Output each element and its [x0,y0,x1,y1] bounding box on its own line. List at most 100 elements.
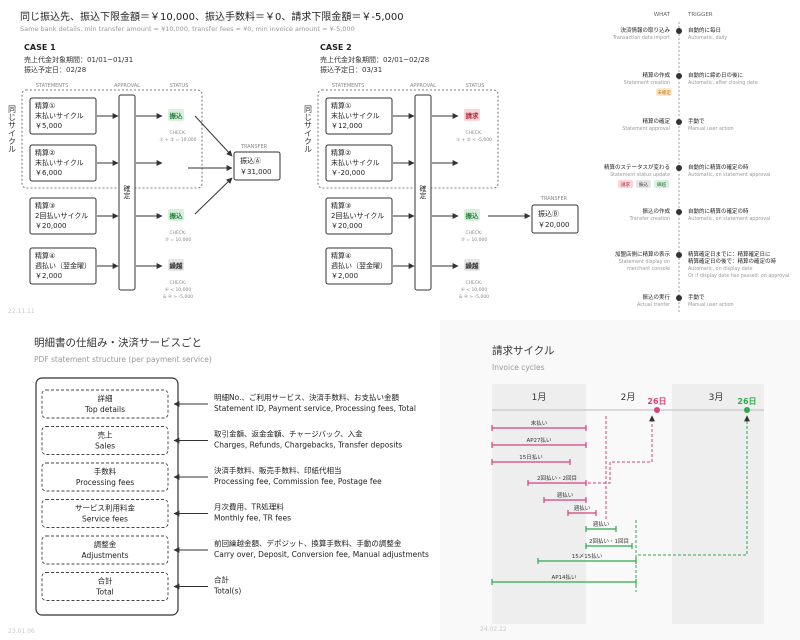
pdf-date-stamp: 23.01.06 [8,628,35,635]
case1-transfer-arrow-1 [194,115,233,157]
case1-approval-bar [118,94,136,291]
statement-box [325,247,393,285]
flow-step-trigger-en: Automatic, daily [688,35,727,41]
status-check-rule-2: & ④ > -5,000 [163,294,193,300]
statement-amount: ￥5,000 [35,122,62,130]
cycle-bar-label: AP14払い [551,573,577,581]
pdf-section-ja: 手数料 [94,466,117,476]
pdf-section-desc-en: Processing fee, Commission fee, Postage … [214,477,382,486]
statement-box [325,197,393,235]
flow-step-dot [676,119,682,125]
pdf-section-box [41,426,169,455]
pdf-structure-diagram: 明細書の仕組み・決済サービスごと PDF statement structure… [34,336,429,616]
flow-step-what-en: Actual tranfer [637,302,670,308]
case2-transfer-amount: ￥20,000 [538,221,570,229]
flow-step-trigger-en: Automatic, after closing date [688,80,758,86]
case2-same-cycle-label: 同じサイクル [304,105,313,153]
cycle-bar-label: 15〆15払い [572,552,603,560]
cycle-bar-label: 15日払い [519,453,543,461]
case2-col-statements: STATEMENTS [332,83,365,89]
month-jan: 1月 [532,392,547,403]
statement-box [29,97,97,135]
pdf-section-desc-ja: 取引金額、返金金額、チャージバック、入金 [214,429,363,439]
status-check-label: CHECK: [170,130,187,136]
flow-step-dot [676,28,682,34]
statement-cycle: 末払いサイクル [35,158,84,167]
status-badge-label: 振込 [170,211,184,220]
mar-26-marker [744,407,750,413]
statement-cycle: 末払いサイクル [331,158,380,167]
pdf-section-desc-ja: 月次費用、TR処理料 [214,502,284,512]
status-check-rule: ③ = 10,000 [165,237,192,243]
status-check-rule: ① + ② = 10,000 [159,137,196,143]
flow-step-trigger: 自動的に精算の確定の時 [688,163,749,171]
flow-step-trigger: 精算確定日までに：精算確定日に [688,250,771,258]
statement-name: 精算① [35,101,55,110]
pdf-section-ja: 売上 [98,430,113,440]
case2-group: CASE 2売上代金対象期間：02/01~02/28振込予定日：03/31STA… [304,43,579,300]
flow-step-what: 加盟店側に精算の表示 [615,250,671,258]
pdf-section-desc-ja: 明細No.、ご利用サービス、決済手数料、お支払い金額 [214,392,399,402]
flow-unconfirmed-badge [656,88,672,96]
cycles-subtitle: Invoice cycles [492,363,545,372]
flow-step-trigger: 自動的に毎日 [688,26,721,34]
status-badge [464,259,480,271]
mar-26-label: 26日 [737,397,756,406]
status-check-rule: ③ = 10,000 [461,237,488,243]
pdf-section-box [41,462,169,492]
cycle-bar-label: 週払い [557,491,574,499]
month-feb: 2月 [621,392,636,403]
status-badge [464,109,480,121]
cycle-bar-label: 週払い [574,504,591,512]
case2-col-approval: APPROVAL [410,83,436,89]
statement-cycle: 末払いサイクル [35,111,84,120]
status-badge [168,209,184,221]
statement-box [325,97,393,135]
cycle-bar-label: 2回払い・1回目 [589,537,629,545]
pdf-section-desc-en: Charges, Refunds, Chargebacks, Transfer … [214,441,402,450]
case2-period: 売上代金対象期間：02/01~02/28 [320,55,429,64]
flow-step-trigger: 自動的に精算の確定の時 [688,207,749,215]
flow-step-what: 振込の作成 [642,207,670,215]
pdf-section-ja: 調整金 [94,539,117,549]
flow-step-trigger-en-2: Or if display date has passed: on approv… [688,273,789,279]
pdf-section-en: Sales [95,442,115,451]
case-header: 同じ振込先、振込下限金額＝￥10,000、振込手数料＝￥0、請求下限金額＝￥-5… [20,12,404,23]
case2-same-cycle-frame [317,89,499,189]
pdf-section-desc-en: Monthly fee, TR fees [214,514,291,523]
cycles-date-stamp: 24.02.22 [480,626,507,633]
flow-step-dot [676,295,682,301]
flow-step-trigger-en: Manual user action [688,302,734,308]
case1-col-approval: APPROVAL [114,83,140,89]
pdf-section-ja: 詳細 [98,393,113,403]
case1-transfer-arrow-3 [194,177,233,215]
statement-box [29,197,97,235]
statement-name: 精算② [331,148,351,157]
status-badge-label: 振込 [170,111,184,120]
mar-column [672,384,764,624]
flow-step-dot [676,165,682,171]
pdf-section-box [41,499,169,528]
statement-amount: ￥2,000 [35,272,62,280]
statement-amount: ￥2,000 [331,272,358,280]
case2-approval-bar [414,94,432,291]
flow-step-trigger: 自動的に締め日の後に [688,71,743,79]
pdf-subtitle: PDF statement structure (per payment ser… [34,355,212,364]
statement-name: 精算② [35,148,55,157]
pdf-section-box [41,572,169,601]
case2-approval-text: 確定 [419,184,427,200]
flow-step-trigger-en: Automatic, on statement approval [688,172,770,178]
flow-step-what-en: Statement status update [610,172,670,178]
flow-step-what-en-2: merchant console [627,266,670,272]
status-check-label: CHECK: [466,130,483,136]
pdf-title: 明細書の仕組み・決済サービスごと [34,336,202,349]
statement-cycle: 2回払いサイクル [331,211,384,220]
case2-scheduled: 振込予定日：03/31 [320,65,382,74]
flow-status-badge-label: 繰越 [657,181,666,188]
flow-step-what-en: Statement approval [622,126,670,132]
feb-26-marker [654,407,660,413]
flow-col-trigger: TRIGGER [687,12,713,18]
case1-col-status: STATUS [170,83,189,89]
